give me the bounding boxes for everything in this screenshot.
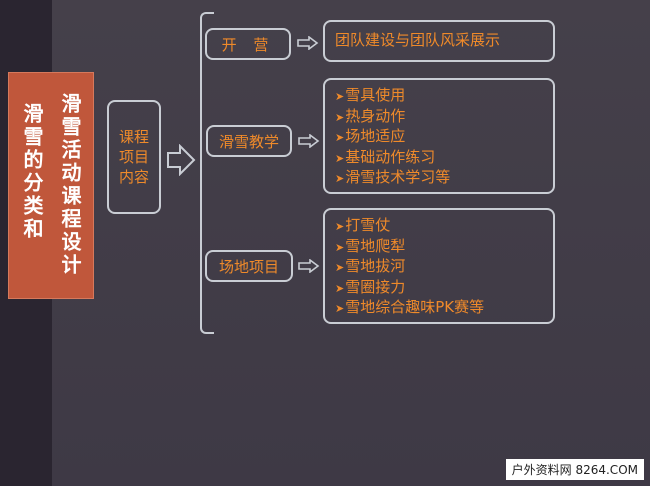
- watermark: 户外资料网 8264.COM: [505, 459, 644, 480]
- title-column-2: 滑雪的分类和: [20, 103, 44, 241]
- detail-item: 热身动作: [335, 107, 543, 128]
- detail-box-open-camp: 团队建设与团队风采展示: [323, 20, 555, 62]
- arrow-right-icon: [297, 36, 319, 50]
- detail-item: 团队建设与团队风采展示: [335, 31, 501, 50]
- arrow-right-icon: [298, 259, 320, 273]
- category-field-activities: 场地项目: [205, 250, 293, 282]
- detail-item: 滑雪技术学习等: [335, 168, 543, 189]
- category-open-camp: 开 营: [205, 28, 291, 60]
- title-column-1: 滑雪活动课程设计: [58, 93, 82, 277]
- detail-item: 雪地拔河: [335, 257, 543, 278]
- detail-item: 雪地爬犁: [335, 237, 543, 258]
- detail-item: 基础动作练习: [335, 148, 543, 169]
- arrow-right-icon: [298, 134, 320, 148]
- detail-item: 雪具使用: [335, 86, 543, 107]
- hollow-arrow-icon: [167, 144, 196, 176]
- detail-item: 场地适应: [335, 127, 543, 148]
- category-ski-teaching: 滑雪教学: [206, 125, 292, 157]
- category-bracket: [200, 12, 214, 334]
- title-block: 滑雪活动课程设计 滑雪的分类和: [8, 72, 94, 299]
- detail-item: 雪圈接力: [335, 278, 543, 299]
- detail-item: 雪地综合趣味PK赛等: [335, 298, 543, 319]
- detail-item: 打雪仗: [335, 216, 543, 237]
- detail-box-field-activities: 打雪仗 雪地爬犁 雪地拔河 雪圈接力 雪地综合趣味PK赛等: [323, 208, 555, 324]
- course-content-box: 课程项目内容: [107, 100, 161, 214]
- detail-box-ski-teaching: 雪具使用 热身动作 场地适应 基础动作练习 滑雪技术学习等: [323, 78, 555, 194]
